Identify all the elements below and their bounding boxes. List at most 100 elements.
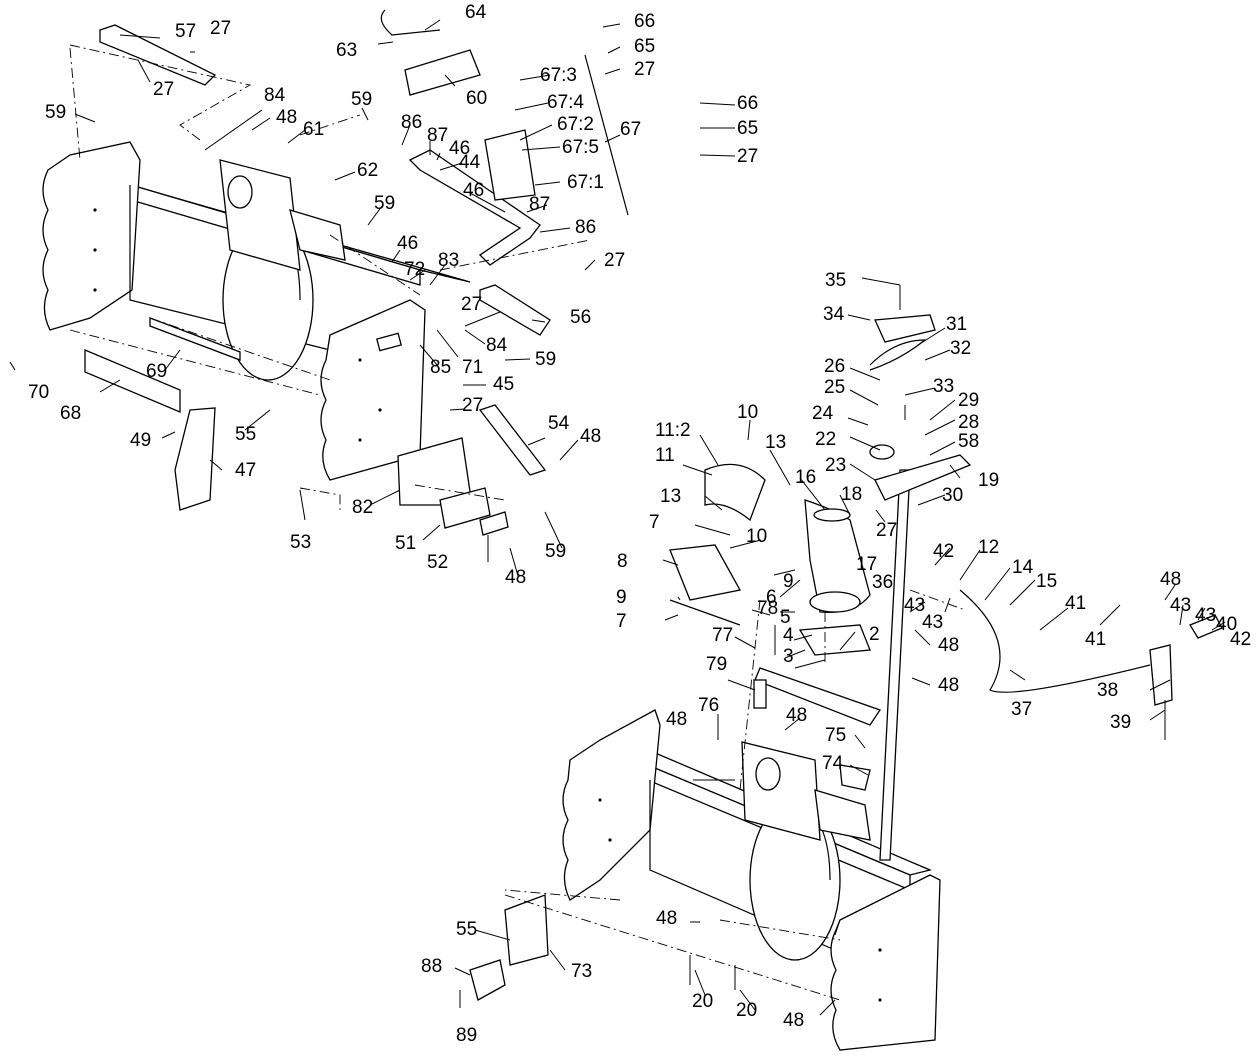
handle-40 [1189,614,1223,639]
callout-label: 39 [1110,712,1131,733]
hitch-frame-57 [99,24,217,86]
callout-label: 78 [757,598,778,619]
callout-label: 16 [795,467,816,488]
callout-label: 71 [462,357,483,378]
callout-label: 48 [786,705,807,726]
auger-shaft [754,667,882,726]
callout-label: 17 [856,554,877,575]
leader-lines [9,19,1226,1016]
callout-label: 31 [946,314,967,335]
callout-label: 32 [950,338,971,359]
callout-label: 67:2 [557,114,594,135]
scraper-bars [84,317,241,413]
callout-label: 84 [486,335,508,356]
callout-label: 45 [493,374,514,395]
callout-label: 6 [766,587,777,608]
callout-label: 52 [427,552,448,573]
callout-label: 9 [783,571,794,592]
deflector-plate [478,404,547,476]
callout-label: 56 [570,307,591,328]
callout-label: 53 [290,532,311,553]
callout-label: 48 [938,635,959,656]
callout-label: 27 [461,294,482,315]
fasteners-lower [689,285,1166,990]
control-cable [959,589,1151,693]
skid-shoe [174,407,216,511]
callout-label: 84 [264,85,286,106]
lower-blower-housing [562,709,941,1051]
lift-arms [408,149,541,266]
callout-label: 49 [130,430,151,451]
hitch-bracket [484,129,536,201]
callout-label: 8 [617,551,628,572]
bracket-19 [874,454,972,501]
callout-label: 59 [545,541,566,562]
callout-label: 11:2 [655,420,691,441]
callout-label: 65 [634,36,655,57]
callout-label: 87 [427,125,448,146]
callout-label: 43 [922,612,943,633]
callout-label: 67:3 [540,65,577,86]
callout-label: 26 [824,356,845,377]
callout-label: 41 [1065,593,1086,614]
callout-label: 27 [153,79,174,100]
callout-label: 29 [958,390,979,411]
callout-label: 7 [649,512,660,533]
callout-label: 66 [634,11,655,32]
callout-label: 46 [397,233,418,254]
bracket-38 [1149,644,1173,706]
callout-label: 25 [824,377,845,398]
callout-label: 12 [978,537,999,558]
callout-label: 48 [1160,569,1181,590]
callout-label: 20 [736,1000,757,1021]
callout-label: 65 [737,118,758,139]
callout-label: 10 [737,402,758,423]
bracket-88 [469,959,506,1001]
callout-label: 48 [505,567,526,588]
callout-label: 37 [1011,699,1032,720]
callout-label: 42 [1230,629,1251,650]
callout-label: 82 [352,497,373,518]
bracket-73 [504,894,549,966]
callout-label: 38 [1097,680,1118,701]
callout-label: 48 [938,675,959,696]
cover [874,314,936,343]
bushing [753,679,767,709]
callout-label: 9 [616,587,627,608]
hitch-tube [404,49,481,96]
callout-label: 67:1 [567,172,604,193]
callout-label: 44 [459,152,481,173]
callout-label: 41 [1085,629,1106,650]
callout-label: 48 [580,426,601,447]
callout-label: 88 [421,956,442,977]
plate-52 [479,511,509,536]
callout-label: 54 [548,413,570,434]
callout-label: 23 [825,455,846,476]
callout-label: 67:5 [562,137,599,158]
callout-label: 27 [462,395,483,416]
callout-label: 15 [1036,571,1057,592]
hitch-pin [380,9,441,36]
bracket-74 [839,764,871,791]
callout-label: 5 [780,607,791,628]
callout-label: 48 [656,908,677,929]
callout-label: 59 [351,89,372,110]
callout-label: 28 [958,412,979,433]
callout-label: 10 [746,526,767,547]
callout-label: 7 [616,611,627,632]
callout-label: 60 [466,88,487,109]
callout-label: 11 [655,445,675,466]
callout-label: 75 [825,725,846,746]
callout-label: 14 [1012,557,1034,578]
callout-label: 58 [958,431,979,452]
callout-label: 48 [783,1010,804,1031]
callout-label: 48 [666,709,687,730]
callout-label: 69 [146,361,167,382]
hitch-frame-56 [479,284,551,336]
callout-label: 3 [783,646,794,667]
callout-label: 19 [978,470,999,491]
callout-label: 27 [210,18,231,39]
callout-label: 43 [904,595,925,616]
callout-label: 57 [175,21,196,42]
callout-label: 72 [404,259,425,280]
